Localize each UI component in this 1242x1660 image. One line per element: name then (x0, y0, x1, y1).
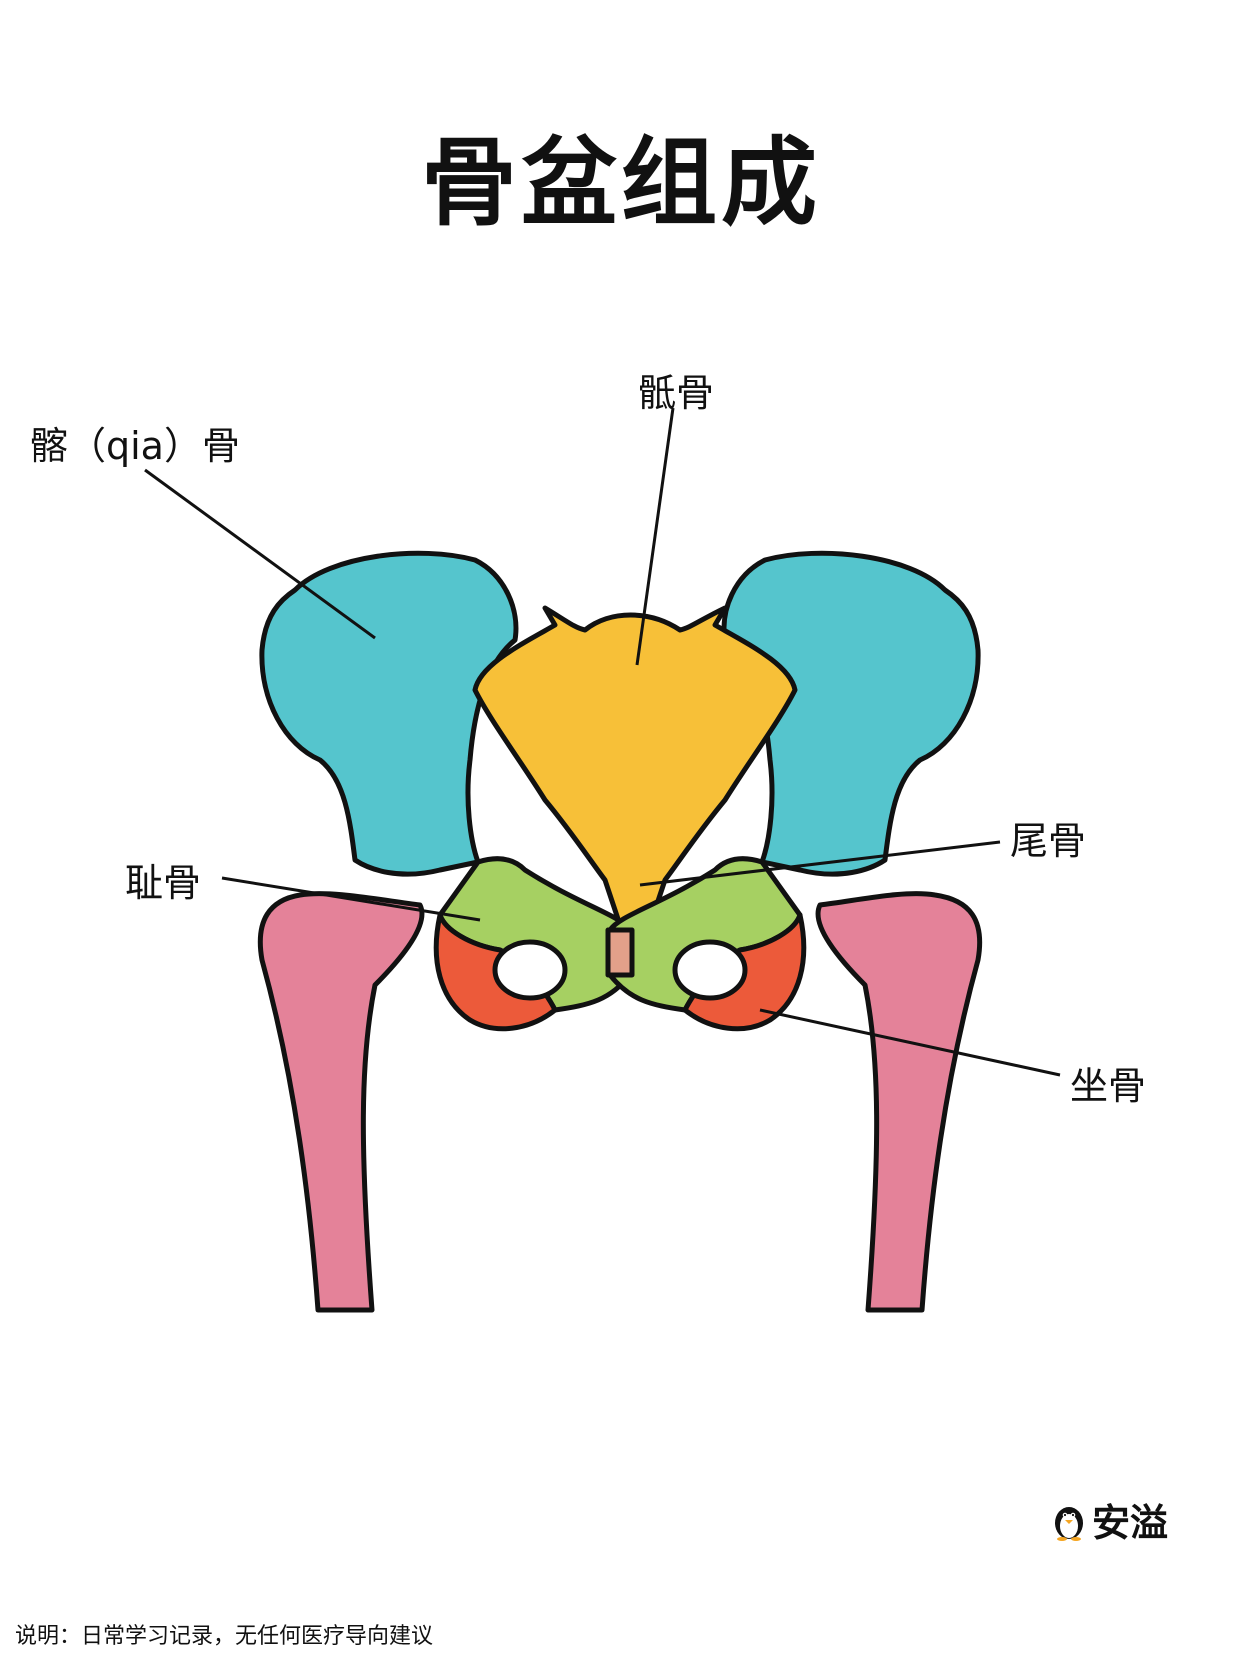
right-femur (815, 891, 983, 1313)
ilium-pointer (144, 468, 376, 640)
right-obturator-foramen (672, 939, 748, 1001)
ischium-pointer (759, 1008, 1061, 1077)
coccyx-pointer (639, 840, 1001, 887)
sacrum-pointer (635, 407, 675, 666)
page-title: 骨盆组成 (421, 127, 821, 239)
left-obturator-foramen (492, 939, 568, 1001)
footnote: 说明：日常学习记录，无任何医疗导向建议 (15, 1624, 434, 1649)
pubis-pointer (221, 876, 481, 922)
sacrum (472, 605, 798, 932)
watermark: 安溢 (1050, 1492, 1168, 1547)
label-sacrum: 骶骨 (638, 371, 715, 415)
label-pubis: 耻骨 (125, 861, 202, 905)
label-coccyx: 尾骨 (1010, 819, 1087, 863)
pubic-symphysis (605, 927, 635, 978)
watermark-text: 安溢 (1092, 1501, 1169, 1545)
label-ischium: 坐骨 (1070, 1064, 1147, 1108)
left-ilium (259, 550, 519, 877)
left-femur (257, 891, 425, 1313)
penguin-icon (1055, 1506, 1083, 1541)
label-ilium: 髂（qia）骨 (30, 424, 240, 468)
right-ilium (721, 550, 981, 877)
